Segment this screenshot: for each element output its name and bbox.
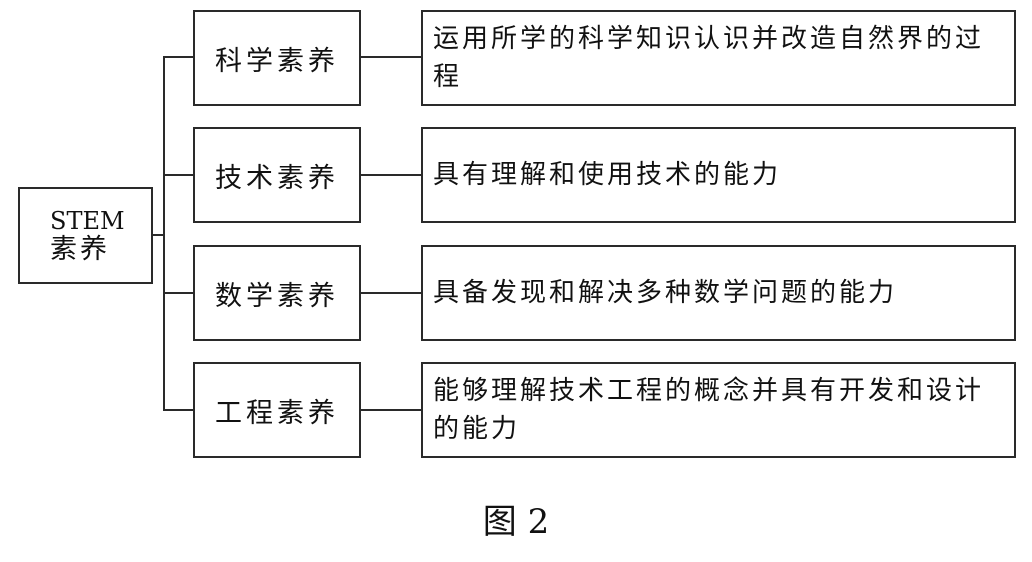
description-node-technology: 具有理解和使用技术的能力 (421, 127, 1016, 223)
connector-spine-branch-4 (163, 409, 193, 411)
root-label-line2: 素养 (50, 233, 110, 265)
category-label: 科学素养 (215, 45, 339, 77)
connector-root-spine (153, 234, 165, 236)
connector-category-description-3 (361, 292, 421, 294)
description-text: 运用所学的科学知识认识并改造自然界的过程 (433, 24, 985, 92)
category-node-science: 科学素养 (193, 10, 361, 106)
category-label: 工程素养 (215, 397, 339, 429)
root-node-stem: STEM 素养 (18, 187, 153, 284)
connector-category-description-4 (361, 409, 421, 411)
connector-spine-branch-3 (163, 292, 193, 294)
category-node-engineering: 工程素养 (193, 362, 361, 458)
description-text: 具备发现和解决多种数学问题的能力 (433, 278, 898, 308)
description-text: 具有理解和使用技术的能力 (433, 160, 782, 190)
connector-category-description-2 (361, 174, 421, 176)
category-label: 技术素养 (215, 162, 339, 194)
connector-category-description-1 (361, 56, 421, 58)
description-node-mathematics: 具备发现和解决多种数学问题的能力 (421, 245, 1016, 341)
category-label: 数学素养 (215, 280, 339, 312)
connector-spine-branch-2 (163, 174, 193, 176)
description-node-engineering: 能够理解技术工程的概念并具有开发和设计的能力 (421, 362, 1016, 458)
description-text: 能够理解技术工程的概念并具有开发和设计的能力 (433, 376, 985, 444)
figure-caption: 图 2 (482, 502, 550, 542)
root-label-line1: STEM (50, 206, 125, 235)
category-node-technology: 技术素养 (193, 127, 361, 223)
connector-spine (163, 56, 165, 411)
category-node-mathematics: 数学素养 (193, 245, 361, 341)
description-node-science: 运用所学的科学知识认识并改造自然界的过程 (421, 10, 1016, 106)
connector-spine-branch-1 (163, 56, 193, 58)
